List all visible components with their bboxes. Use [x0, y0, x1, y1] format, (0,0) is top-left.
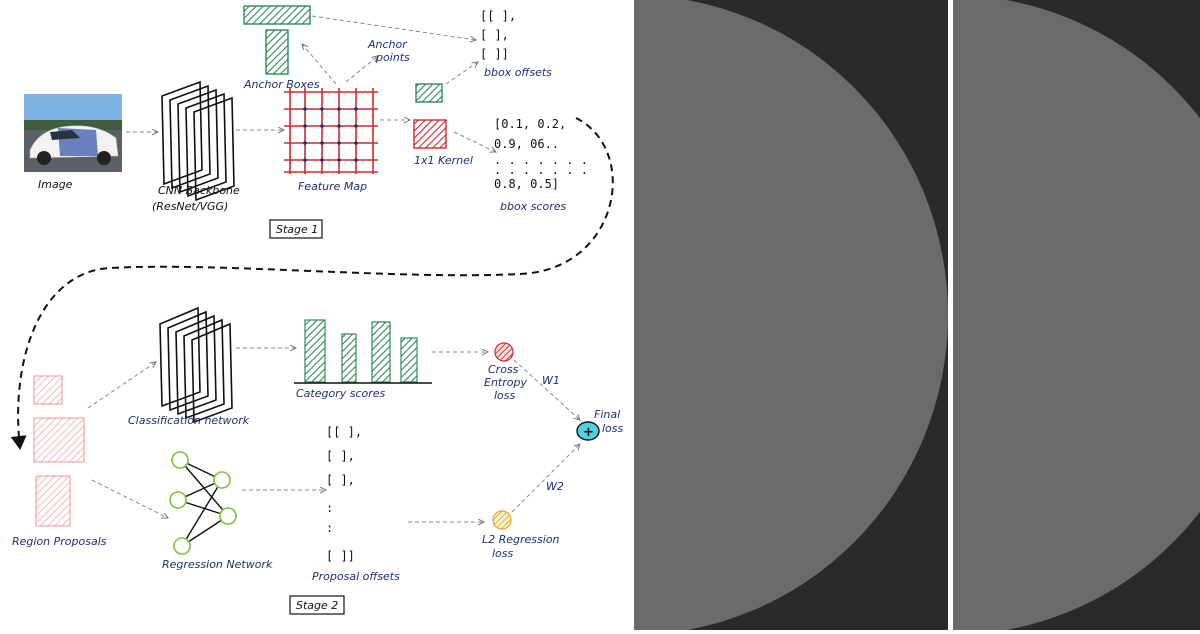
svg-text:[[ ],: [[ ], — [480, 9, 516, 23]
arrow-proposals-to-regression — [91, 479, 168, 518]
anchor-box-tall — [265, 29, 289, 75]
regression-network-icon — [169, 451, 237, 555]
diagram-canvas: Image CNN Backbone (ResNet/VGG) Feature … — [10, 5, 624, 615]
label-final-line2: loss — [602, 422, 624, 435]
svg-text:[ ],: [ ], — [480, 28, 509, 42]
label-anchor-points-line1: Anchor — [367, 38, 408, 51]
label-feature-map: Feature Map — [298, 180, 367, 193]
decor-panel-left — [634, 0, 948, 630]
l2-loss-node — [492, 510, 512, 530]
label-w2: W2 — [546, 480, 564, 493]
arrow-proposals-to-classification — [87, 362, 156, 409]
cross-entropy-loss-node — [494, 342, 514, 362]
category-scores-bars — [294, 319, 432, 384]
label-category-scores: Category scores — [296, 387, 386, 400]
svg-text:[ ],: [ ], — [326, 473, 355, 487]
label-w1: W1 — [542, 374, 560, 387]
svg-text:[[ ],: [[ ], — [326, 425, 362, 439]
final-loss-node — [576, 421, 600, 441]
feature-map-grid — [284, 88, 378, 174]
faster-rcnn-diagram: Image CNN Backbone (ResNet/VGG) Feature … — [10, 5, 624, 615]
label-stage1: Stage 1 — [276, 223, 318, 236]
arrow-kernel-to-scores — [453, 131, 496, 152]
plus-icon: + — [583, 425, 594, 440]
label-final-line1: Final — [594, 408, 620, 421]
svg-text::: : — [326, 521, 333, 535]
label-cnn-backbone-line1: CNN Backbone — [158, 184, 240, 197]
arrow-ce-to-final — [513, 359, 580, 420]
arrow-kernel-to-offsets — [445, 62, 478, 85]
classification-network-icon — [159, 306, 233, 424]
label-anchor-points-line2: points — [375, 51, 410, 64]
arrow-to-anchor-boxes — [302, 44, 337, 85]
decor-panel-right — [953, 0, 1200, 630]
label-cross-entropy-line3: loss — [494, 389, 516, 402]
svg-text:0.9, 06..: 0.9, 06.. — [494, 137, 559, 151]
svg-text:. . . . . . .: . . . . . . . — [494, 153, 588, 167]
label-bbox-scores: bbox scores — [500, 200, 567, 213]
svg-text:[0.1, 0.2,: [0.1, 0.2, — [494, 117, 566, 131]
cnn-backbone-icon — [161, 80, 235, 202]
input-image — [24, 94, 122, 172]
label-proposal-offsets: Proposal offsets — [312, 570, 400, 583]
label-l2-line2: loss — [492, 547, 514, 560]
label-stage2: Stage 2 — [296, 599, 338, 612]
label-cross-entropy-line1: Cross — [488, 363, 519, 376]
kernel-offsets — [415, 83, 443, 103]
kernel-scores — [413, 119, 447, 149]
bbox-offsets-matrix: [[ ], [ ], [ ]] — [480, 9, 516, 61]
panel-divider — [948, 0, 953, 630]
label-regression-network: Regression Network — [162, 558, 273, 571]
svg-text::: : — [326, 501, 333, 515]
label-kernel: 1x1 Kernel — [414, 154, 473, 167]
arrow-l2-to-final — [511, 444, 580, 513]
stage1-box — [269, 219, 323, 239]
svg-text:[ ],: [ ], — [326, 449, 355, 463]
decor-disc-right — [953, 0, 1200, 630]
stage2-box — [289, 595, 345, 615]
svg-text:0.8, 0.5]: 0.8, 0.5] — [494, 177, 559, 191]
label-cross-entropy-line2: Entropy — [484, 376, 527, 389]
region-proposal-large — [33, 417, 85, 463]
label-anchor-boxes: Anchor Boxes — [243, 78, 320, 91]
label-l2-line1: L2 Regression — [482, 533, 560, 546]
region-proposal-tall — [35, 475, 71, 527]
proposal-offsets-matrix: [[ ], [ ], [ ], : : [ ]] — [326, 425, 362, 563]
feature-map-anchor-points — [303, 107, 358, 162]
label-region-proposals: Region Proposals — [12, 535, 107, 548]
label-cnn-backbone-line2: (ResNet/VGG) — [152, 200, 228, 213]
stage-connector-arrow — [10, 117, 614, 450]
bbox-scores-matrix: [0.1, 0.2, 0.9, 06.. . . . . . . . . . .… — [494, 117, 588, 191]
svg-text:. . . . . . .: . . . . . . . — [494, 163, 588, 177]
decor-disc-left — [634, 0, 948, 630]
svg-text:[ ]]: [ ]] — [326, 549, 355, 563]
anchor-box-wide — [243, 5, 311, 25]
svg-text:[ ]]: [ ]] — [480, 47, 509, 61]
arrow-anchors-to-offsets — [311, 15, 476, 40]
region-proposal-small — [33, 375, 63, 405]
label-classification-network: Classification network — [128, 414, 250, 427]
arrow-to-anchor-points — [345, 56, 378, 83]
label-bbox-offsets: bbox offsets — [484, 66, 552, 79]
label-image: Image — [38, 178, 73, 191]
